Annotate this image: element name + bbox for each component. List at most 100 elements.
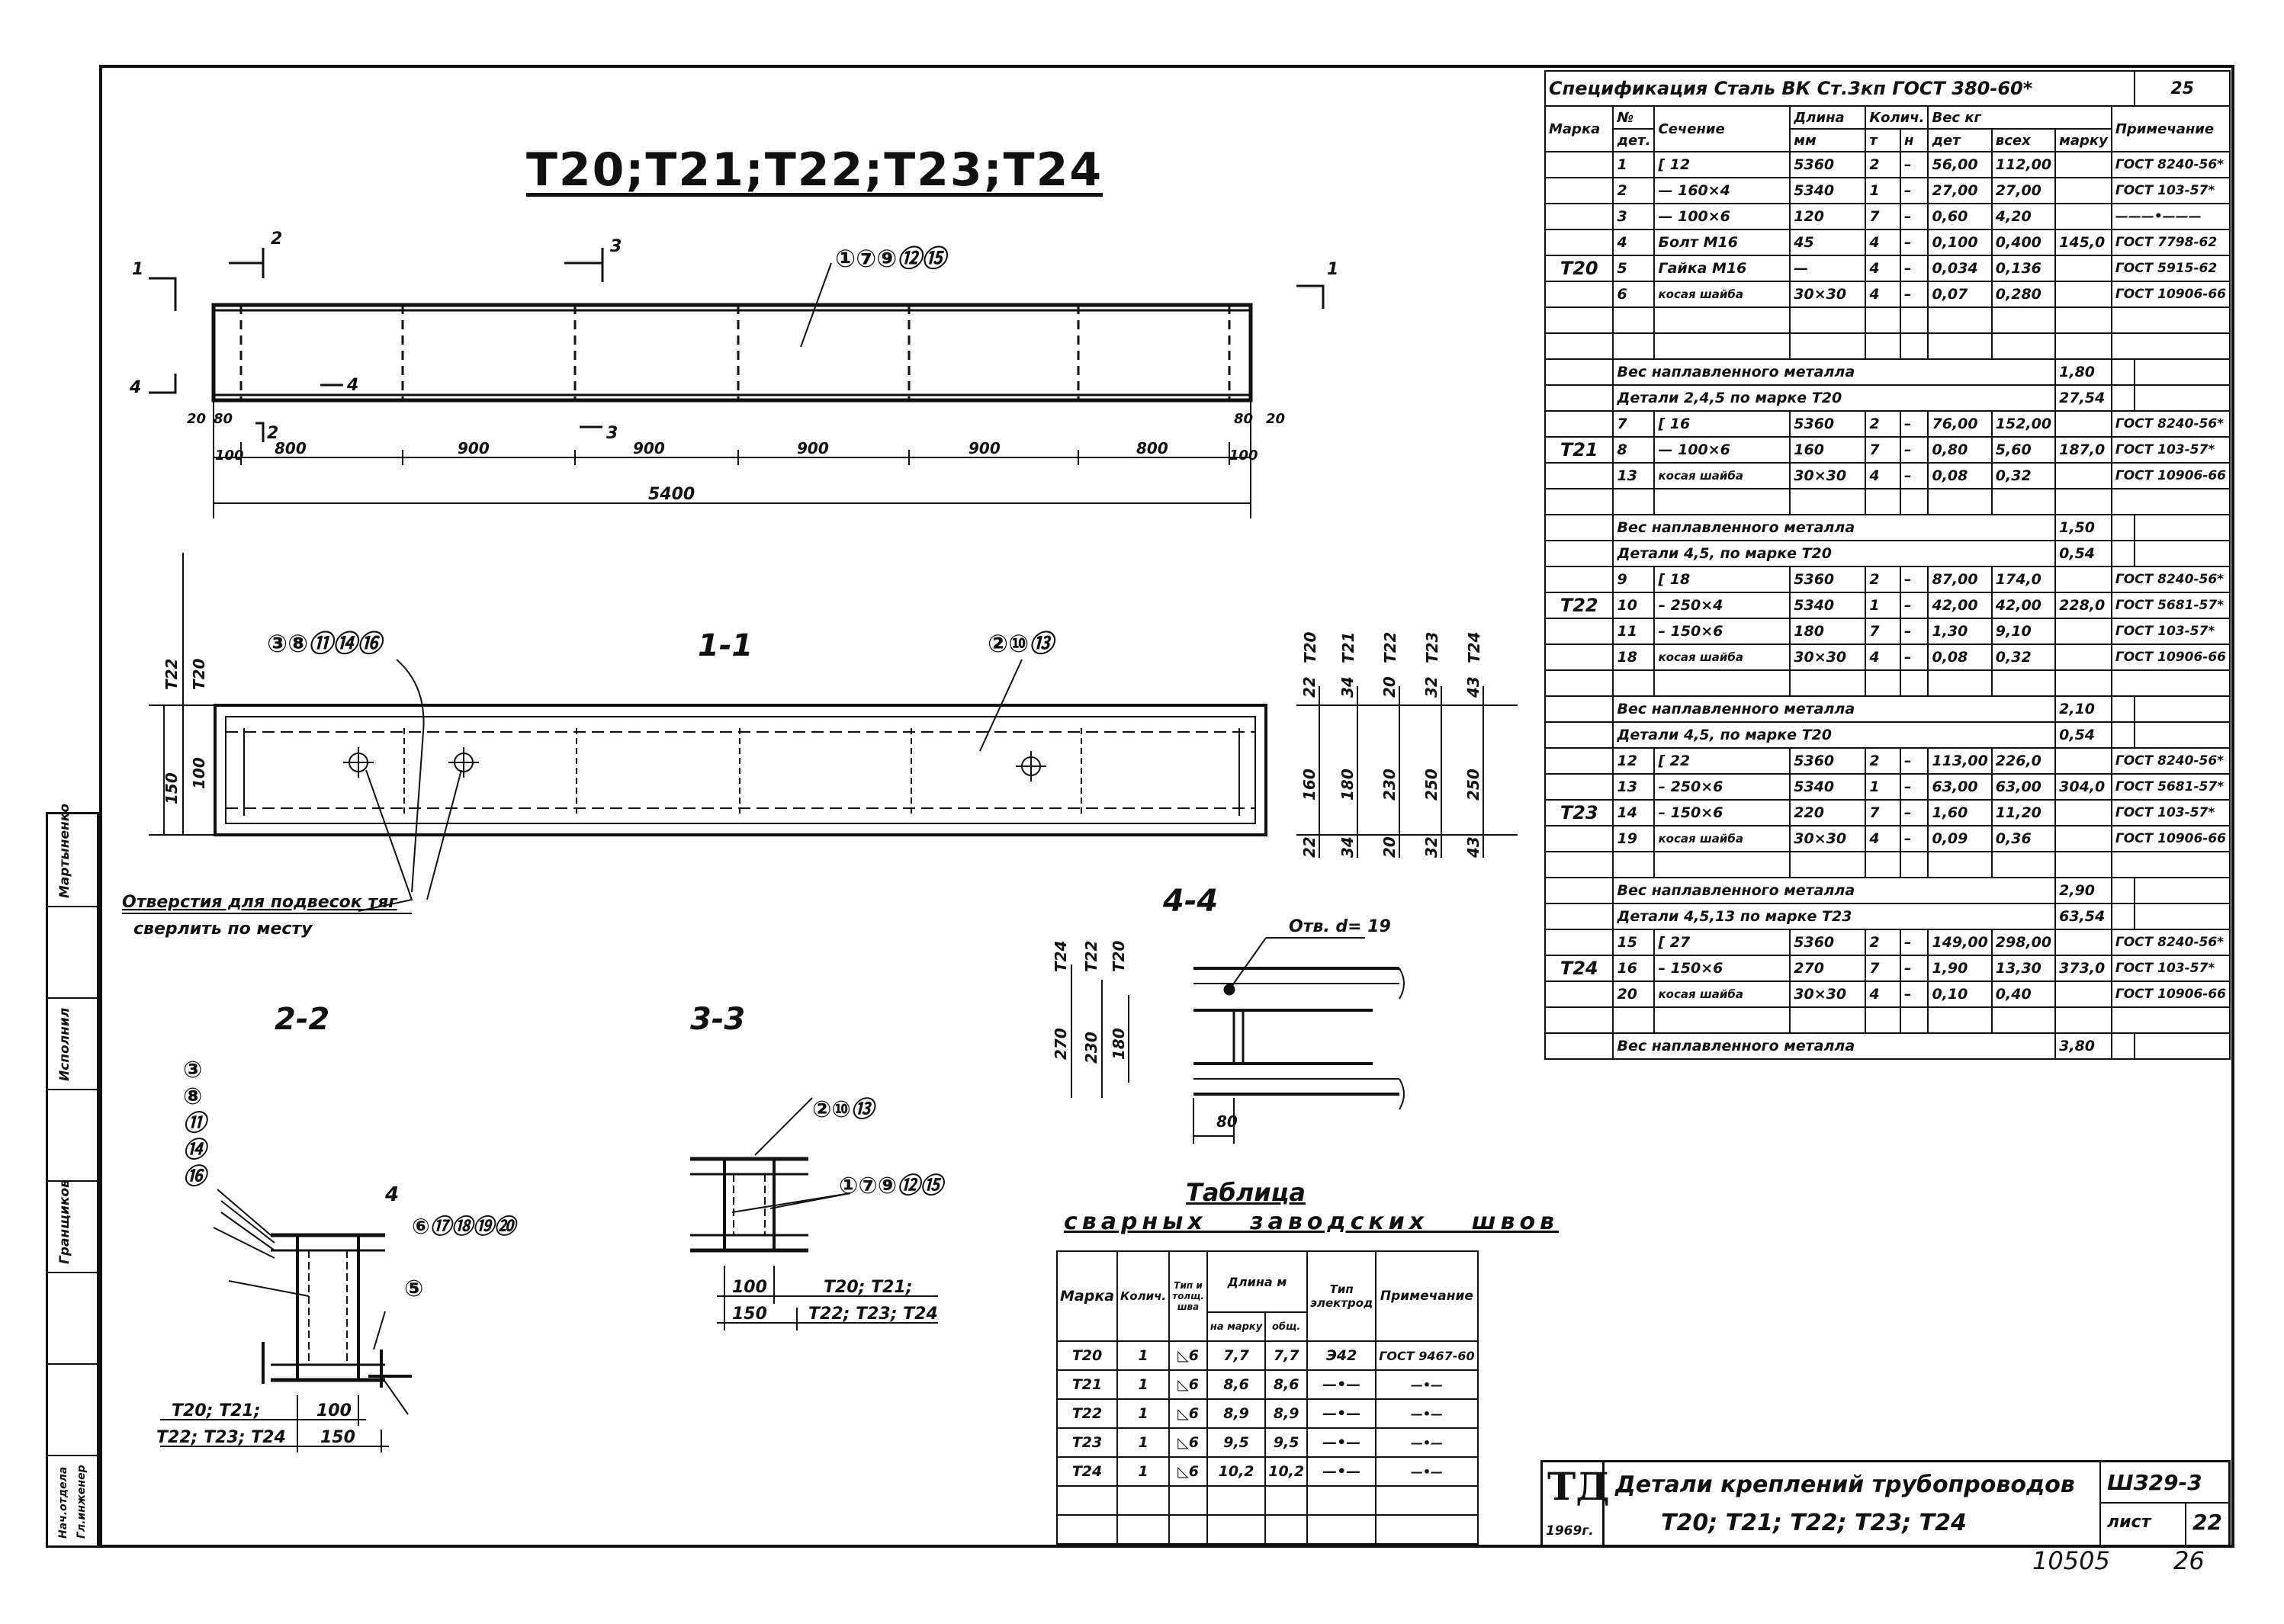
- spec-cell-wall: [1990, 1006, 2057, 1034]
- spec-cell-wall: 3,80: [2054, 1032, 2112, 1060]
- spec-cell-mark: [1544, 877, 1614, 904]
- weld-cell-mark: Т21: [1055, 1369, 1119, 1400]
- spec-cell-n: –: [1899, 825, 1929, 852]
- sec22-row1-val: 150: [320, 1428, 355, 1447]
- dim-80-left: 80: [214, 411, 233, 427]
- spec-cell-section: [1653, 1006, 1791, 1034]
- spec-cell-no: 16: [1612, 955, 1656, 982]
- spec-cell-wdet: 113,00: [1927, 747, 1993, 775]
- sec33-row1-label: Т22; Т23; Т24: [808, 1305, 938, 1324]
- spec-cell-wmark: [2054, 747, 2112, 775]
- spec-cell-no: [1612, 669, 1656, 697]
- section-1-1-view: [122, 553, 1518, 914]
- sec22-row0-label: Т20; Т21;: [172, 1401, 261, 1420]
- spec-cell-wall: 27,00: [1990, 177, 2057, 204]
- spec-cell-no: 3: [1612, 203, 1656, 230]
- spec-cell-no: 6: [1612, 281, 1656, 308]
- spec-cell-wdet: [1927, 488, 1993, 515]
- spec-cell-t: [1865, 1006, 1901, 1034]
- weld-cell-type: ◺6: [1168, 1340, 1208, 1371]
- spec-cell-mark: [1544, 644, 1614, 671]
- sec11-top-4: 43: [1464, 676, 1483, 698]
- sec33-row0-label: Т20; Т21;: [824, 1278, 913, 1297]
- spec-cell-note: [2134, 695, 2231, 723]
- sec11-bot-2: 20: [1380, 836, 1399, 858]
- spec-cell-n: –: [1899, 255, 1929, 282]
- spec-cell-no: 4: [1612, 229, 1656, 256]
- spec-cell-t: 2: [1865, 747, 1901, 775]
- spec-cell-len: [1789, 1006, 1867, 1034]
- spec-cell-wdet: 27,00: [1927, 177, 1993, 204]
- dim-plan-5: 800: [1136, 439, 1168, 457]
- spec-h-length: Длина: [1789, 105, 1867, 130]
- spec-cell-len: 5360: [1789, 410, 1867, 438]
- sec22-row0-val: 100: [316, 1401, 352, 1420]
- spec-cell-wall: 5,60: [1990, 436, 2057, 464]
- weld-header-row: Марка Колич. Тип и толщ. шва Длина м Тип…: [1055, 1250, 1479, 1342]
- spec-cell-len: 5360: [1789, 929, 1867, 956]
- spec-cell-no: [1612, 851, 1656, 878]
- spec-cell-wmark: [2054, 825, 2112, 852]
- cut-4-right: 4: [346, 376, 358, 395]
- strip-cell-7: Гл.инженер: [75, 1465, 88, 1539]
- section-3-3-view: [690, 1097, 938, 1330]
- weld-cell-per: 8,9: [1206, 1398, 1267, 1429]
- plan-view: [149, 248, 1325, 518]
- spec-cell-t: 7: [1865, 436, 1901, 464]
- sec22-num5: ⑤: [404, 1276, 423, 1302]
- spec-cell-wdet: 1,60: [1927, 799, 1993, 826]
- spec-cell-len: [1789, 332, 1867, 360]
- spec-cell-section: [ 22: [1653, 747, 1791, 775]
- spec-cell-wall: 11,20: [1990, 799, 2057, 826]
- spec-cell-wall: 0,32: [1990, 644, 2057, 671]
- spec-cell-note: [2110, 488, 2231, 515]
- spec-cell-mark: [1544, 721, 1614, 749]
- spec-cell-wmark: [2054, 488, 2112, 515]
- spec-cell-mark: [1544, 410, 1614, 438]
- spec-cell-len: [1789, 307, 1867, 334]
- dim-plan-1: 900: [458, 439, 490, 457]
- spec-cell-wmark: [2110, 695, 2136, 723]
- spec-cell-t: 7: [1865, 618, 1901, 645]
- spec-cell-wmark: [2054, 566, 2112, 593]
- spec-cell-note: ГОСТ 103-57*: [2110, 177, 2231, 204]
- spec-cell-note: ГОСТ 8240-56*: [2110, 566, 2231, 593]
- spec-cell-section: [1653, 307, 1791, 334]
- spec-cell-t: 7: [1865, 799, 1901, 826]
- sec11-dim-150: 150: [162, 772, 181, 804]
- sec33-side-callouts: ①⑦⑨⑫⑮: [839, 1173, 946, 1199]
- spec-cell-wmark: [2054, 462, 2112, 489]
- spec-cell-wall: 9,10: [1990, 618, 2057, 645]
- spec-cell-wmark: [2110, 877, 2136, 904]
- spec-cell-section: – 250×4: [1653, 592, 1791, 619]
- spec-h-det: дет.: [1612, 128, 1656, 152]
- spec-cell-wmark: [2054, 980, 2112, 1008]
- weld-cell-type: ◺6: [1168, 1369, 1208, 1400]
- dim-plan-4: 900: [969, 439, 1001, 457]
- hole-note-2: сверлить по месту: [133, 920, 313, 939]
- spec-cell-span: Детали 2,4,5 по марке Т20: [1612, 384, 2057, 412]
- spec-cell-wall: 112,00: [1990, 151, 2057, 178]
- spec-cell-wdet: 0,09: [1927, 825, 1993, 852]
- spec-cell-section: [ 16: [1653, 410, 1791, 438]
- spec-cell-wdet: 87,00: [1927, 566, 1993, 593]
- weld-h-note: Примечание: [1375, 1250, 1479, 1342]
- sec11-dim-100: 100: [190, 757, 208, 789]
- spec-cell-wdet: 1,90: [1927, 955, 1993, 982]
- sec11-h-1: 180: [1338, 769, 1357, 801]
- spec-cell-wmark: [2054, 332, 2112, 360]
- spec-cell-section: — 160×4: [1653, 177, 1791, 204]
- spec-cell-t: [1865, 669, 1901, 697]
- spec-cell-section: [ 18: [1653, 566, 1791, 593]
- spec-cell-t: 4: [1865, 281, 1901, 308]
- sec11-h-4: 250: [1464, 769, 1483, 801]
- spec-cell-mark: [1544, 488, 1614, 515]
- weld-cell-mark: Т24: [1055, 1456, 1119, 1487]
- sec44-dim-270: 270: [1052, 1028, 1070, 1060]
- spec-cell-wall: 63,00: [1990, 773, 2057, 801]
